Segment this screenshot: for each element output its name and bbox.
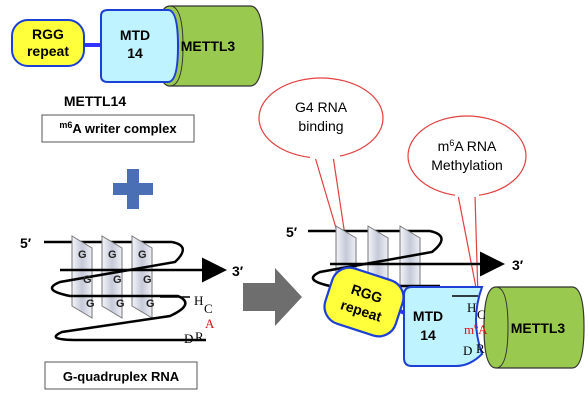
mettl3-label: METTL3 <box>181 38 236 54</box>
quadruplex-caption-box <box>44 361 198 390</box>
quadruplex-caption: G-quadruplex RNA <box>63 369 180 384</box>
motif-r-right: R <box>476 341 485 356</box>
g-letter: G <box>146 298 155 310</box>
g-quadruplex-group: 5′ 3′ G G G G G G G G G H C A D R G-q <box>20 235 244 390</box>
motif-r-left: R <box>195 329 204 344</box>
rgg-bound-shape: RGG repeat <box>323 266 405 338</box>
motif-c-right: C <box>477 307 486 322</box>
motif-m6a-right: m6A <box>464 322 488 337</box>
mettl3-bound-shape <box>483 286 585 369</box>
mtd14-bound-shape <box>403 286 484 367</box>
rgg-label-line2: repeat <box>27 43 69 59</box>
writer-complex-group: METTL3 MTD 14 RGG repeat METTL14 m6A wri… <box>11 5 264 143</box>
five-prime-left: 5′ <box>20 235 32 251</box>
mtd14-bound-line2: 14 <box>420 327 436 343</box>
mtd14-label-line1: MTD <box>120 27 150 43</box>
transition-arrow <box>243 268 302 326</box>
g4-bubble-line2: binding <box>298 118 343 134</box>
motif-h-right: H <box>467 300 476 315</box>
writer-caption: m6A writer complex <box>59 120 177 136</box>
motif-d-left: D <box>184 331 193 346</box>
g-letter: G <box>108 249 117 261</box>
rgg-repeat-shape <box>11 19 85 67</box>
bubble-m6a-methylation: m6A RNA Methylation <box>407 115 527 299</box>
bound-complex-group: 5′ 3′ METTL3 MTD 14 H C m6A D R RGG <box>286 224 585 369</box>
g-letter: G <box>113 274 122 286</box>
writer-caption-sup: m6 <box>59 120 72 130</box>
plus-icon <box>113 169 153 209</box>
writer-caption-rest: A writer complex <box>72 121 177 136</box>
g-letter: G <box>116 298 125 310</box>
mettl14-label: METTL14 <box>64 93 126 109</box>
mettl3-bound-label: METTL3 <box>511 320 566 336</box>
motif-c-left: C <box>204 301 213 316</box>
three-prime-left: 3′ <box>232 263 244 279</box>
g-letter: G <box>78 249 87 261</box>
rgg-label-line1: RGG <box>32 26 64 42</box>
mtd14-shape <box>100 9 180 83</box>
motif-d-right: D <box>463 343 472 358</box>
writer-caption-box <box>41 114 195 143</box>
m6a-bubble-line1: m6A RNA <box>438 138 497 154</box>
g-letter: G <box>83 274 92 286</box>
motif-h-left: H <box>194 293 203 308</box>
three-prime-right: 3′ <box>512 257 524 273</box>
bubble-g4-binding: G4 RNA binding <box>258 77 384 283</box>
g-letter: G <box>86 298 95 310</box>
mtd14-bound-line1: MTD <box>413 308 443 324</box>
g4-bubble-line1: G4 RNA <box>295 99 348 115</box>
m6a-bubble-line2: Methylation <box>431 157 503 173</box>
five-prime-right: 5′ <box>286 224 298 240</box>
mtd14-label-line2: 14 <box>127 45 143 61</box>
motif-a-left: A <box>205 316 215 331</box>
g-letter: G <box>143 274 152 286</box>
g-letter: G <box>138 249 147 261</box>
